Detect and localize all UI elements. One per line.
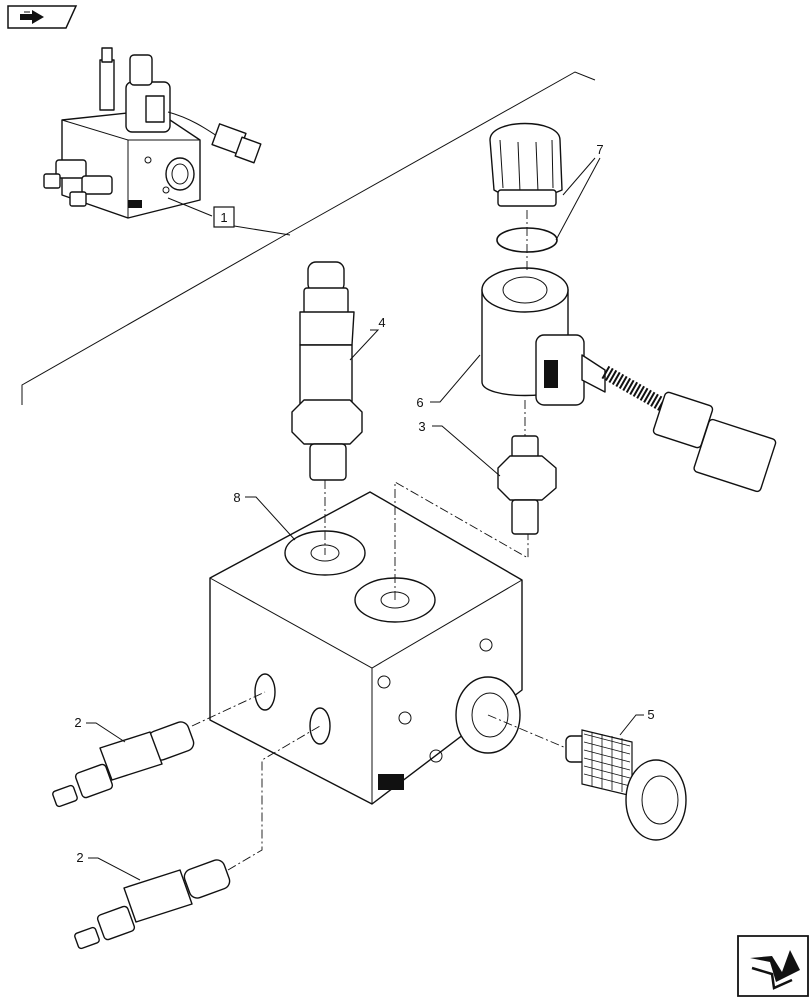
callout-label-1: 1 [220, 210, 227, 225]
callout-2-upper: 2 [74, 715, 126, 743]
cap-nut-part [489, 122, 563, 207]
check-fitting-upper-part [52, 721, 195, 808]
callout-5: 5 [619, 707, 655, 736]
callout-1: 1 [167, 197, 235, 228]
callout-label-4: 4 [378, 315, 385, 330]
callout-label-8: 8 [233, 490, 240, 505]
callout-6: 6 [416, 354, 481, 410]
valve-block-part [209, 491, 523, 805]
arrow-right-icon [750, 950, 800, 990]
callout-8: 8 [233, 490, 296, 541]
check-fitting-lower-part [74, 859, 231, 950]
pressure-sensor-part [291, 261, 363, 481]
callout-label-6: 6 [416, 395, 423, 410]
callout-3: 3 [418, 419, 501, 477]
arrow-right-icon [20, 10, 44, 24]
adapter-fitting-part [497, 435, 557, 535]
assembly-thumbnail [43, 47, 262, 219]
assembly-centerlines [191, 210, 567, 871]
solenoid-coil-part [481, 267, 777, 493]
callout-label-5: 5 [647, 707, 654, 722]
next-view-button[interactable] [737, 935, 809, 997]
assembly-bracket [21, 71, 596, 405]
strainer-part [565, 729, 687, 841]
callout-label-2-upper: 2 [74, 715, 81, 730]
previous-view-button[interactable] [7, 5, 78, 29]
callout-label-7: 7 [596, 142, 603, 157]
callout-label-2-lower: 2 [76, 850, 83, 865]
callout-7: 7 [555, 142, 604, 241]
callout-4: 4 [349, 315, 386, 361]
callout-2-lower: 2 [76, 850, 141, 881]
callout-label-3: 3 [418, 419, 425, 434]
